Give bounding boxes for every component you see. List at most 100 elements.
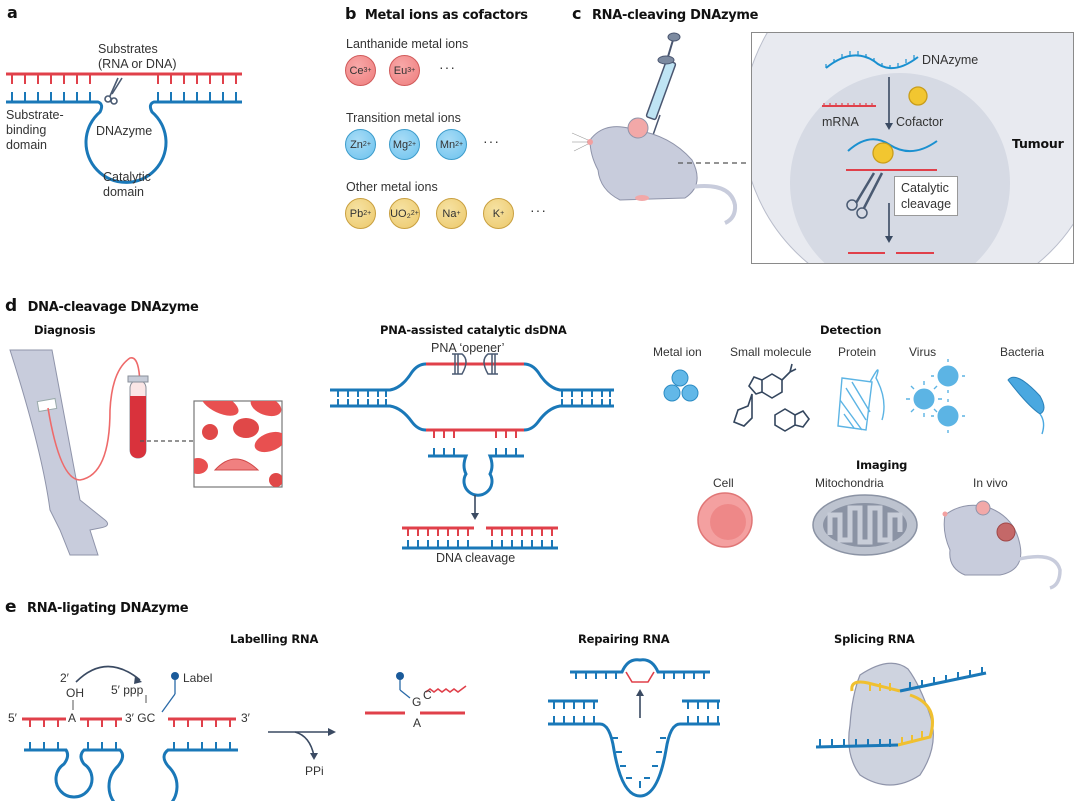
mouse-with-tumour-icon [942,500,1062,590]
panel-e-header: e RNA-ligating DNAzyme [5,597,189,617]
bound-cofactor-icon [872,142,894,164]
tumour-nucleus [790,73,1010,263]
detection-title: Detection [820,323,882,337]
catalytic-label-line1: Catalytic [103,170,151,184]
ion-group-label: Transition metal ions [346,111,461,125]
labelled-rna-product [365,672,467,715]
dnazyme-label-c: DNAzyme [922,53,979,67]
panel-c-title: RNA-cleaving DNAzyme [591,8,759,23]
product-a-label: A [413,716,422,730]
mitochondria-icon [812,494,918,556]
ion-group-label: Other metal ions [346,180,438,194]
blood-cells-box [193,400,283,488]
panel-b-title: Metal ions as cofactors [364,8,528,23]
repair-site [625,671,655,683]
panel-b-letter: b [345,4,357,23]
product-g-label: G [412,695,422,709]
arrowhead-1 [885,123,893,130]
mouse-injection-illustration [571,32,750,225]
three-prime-gc-label: 3′ GC [125,711,156,725]
imaging-item-cell: Cell [713,476,734,490]
repairing-title: Repairing RNA [578,632,670,646]
a-base-label: A [68,711,77,725]
five-prime-end-label: 5′ [8,711,17,725]
binding-label-line1: Substrate- [6,108,64,122]
more-ions-ellipsis: ··· [439,59,456,75]
metal-ion-na: Na+ [436,198,467,229]
detection-item-bacteria: Bacteria [1000,345,1045,359]
panel-a-dnazyme-diagram [6,72,242,184]
panel-d-letter: d [5,296,18,316]
arrowhead-2 [885,236,893,243]
substrates-label-line2: (RNA or DNA) [98,57,177,71]
metal-ion-icon [663,369,699,402]
pna-opener-label: PNA ‘opener’ [431,341,505,355]
cleavage-label-line1: Catalytic [901,181,949,195]
three-prime-end-label: 3′ [241,711,250,725]
dnazyme-strand [6,92,242,184]
panel-b-header: b Metal ions as cofactors [345,4,528,24]
panel-c-header: c RNA-cleaving DNAzyme [572,4,759,24]
more-ions-ellipsis: ··· [483,133,500,149]
detection-item-protein: Protein [838,345,877,359]
dnazyme-label: DNAzyme [96,124,153,138]
ion-group-label: Lanthanide metal ions [346,37,469,51]
label-text: Label [183,671,213,685]
substrate-strand [6,72,242,84]
protein-icon [837,369,885,431]
imaging-item-mitochondria: Mitochondria [815,476,884,490]
arrowhead [471,513,479,520]
label-icon [161,672,179,713]
panel-d-title: DNA-cleavage DNAzyme [27,300,199,315]
cleavage-mechanism [822,51,938,254]
mrna-strand [822,103,876,107]
yellow-strand-1 [850,680,901,693]
pna-opener-icon [452,353,498,375]
product-c-label: C [423,688,432,702]
diagnosis-title: Diagnosis [34,323,96,337]
binding-label-line2: binding [6,123,47,137]
blood-draw-illustration [9,349,283,556]
syringe-icon [644,32,681,159]
two-prime-label: 2′ [60,671,69,685]
cleavage-label-line2: cleavage [901,197,952,211]
scissors-icon [846,172,884,219]
dnazyme-loop [428,454,524,497]
detection-item-metal-ion: Metal ion [653,345,702,359]
detection-item-small-molecule: Small molecule [730,345,812,359]
splicing-rna-diagram [815,662,987,786]
splicing-title: Splicing RNA [834,632,915,646]
cell-icon [697,492,753,548]
panel-e-letter: e [5,597,17,617]
binding-label-line3: domain [6,138,47,152]
scissors-icon [104,77,123,105]
panel-e-title: RNA-ligating DNAzyme [26,601,189,616]
panel-d-header: d DNA-cleavage DNAzyme [5,296,199,316]
panel-a-letter: a [7,3,18,22]
attack-arrow [75,665,141,683]
substrate-binding-label: Substrate- binding domain [6,108,64,153]
blood-tube-line [47,357,141,481]
substrates-label-line1: Substrates [98,42,158,56]
catalytic-label-line2: domain [103,185,144,199]
more-ions-ellipsis: ··· [530,202,547,218]
dna-cleavage-label: DNA cleavage [436,551,516,565]
tumour-zoom-box: DNAzyme mRNA Cofactor Tumour Catalytic c… [751,32,1074,264]
repairing-rna-diagram [548,658,720,798]
rna-tail [425,685,467,693]
pna-dsdna-diagram [330,353,614,550]
small-molecule-icon [733,363,810,432]
imaging-title: Imaging [856,458,908,472]
labelling-rna-diagram [22,665,336,801]
imaging-icons [697,492,1062,590]
substrates-label: Substrates (RNA or DNA) [98,42,176,72]
imaging-item-in-vivo: In vivo [973,476,1008,490]
five-prime-ppp-label: 5′ ppp [111,683,144,697]
dnazyme-strand-wavy [825,51,919,69]
reaction-arrow [268,731,332,757]
